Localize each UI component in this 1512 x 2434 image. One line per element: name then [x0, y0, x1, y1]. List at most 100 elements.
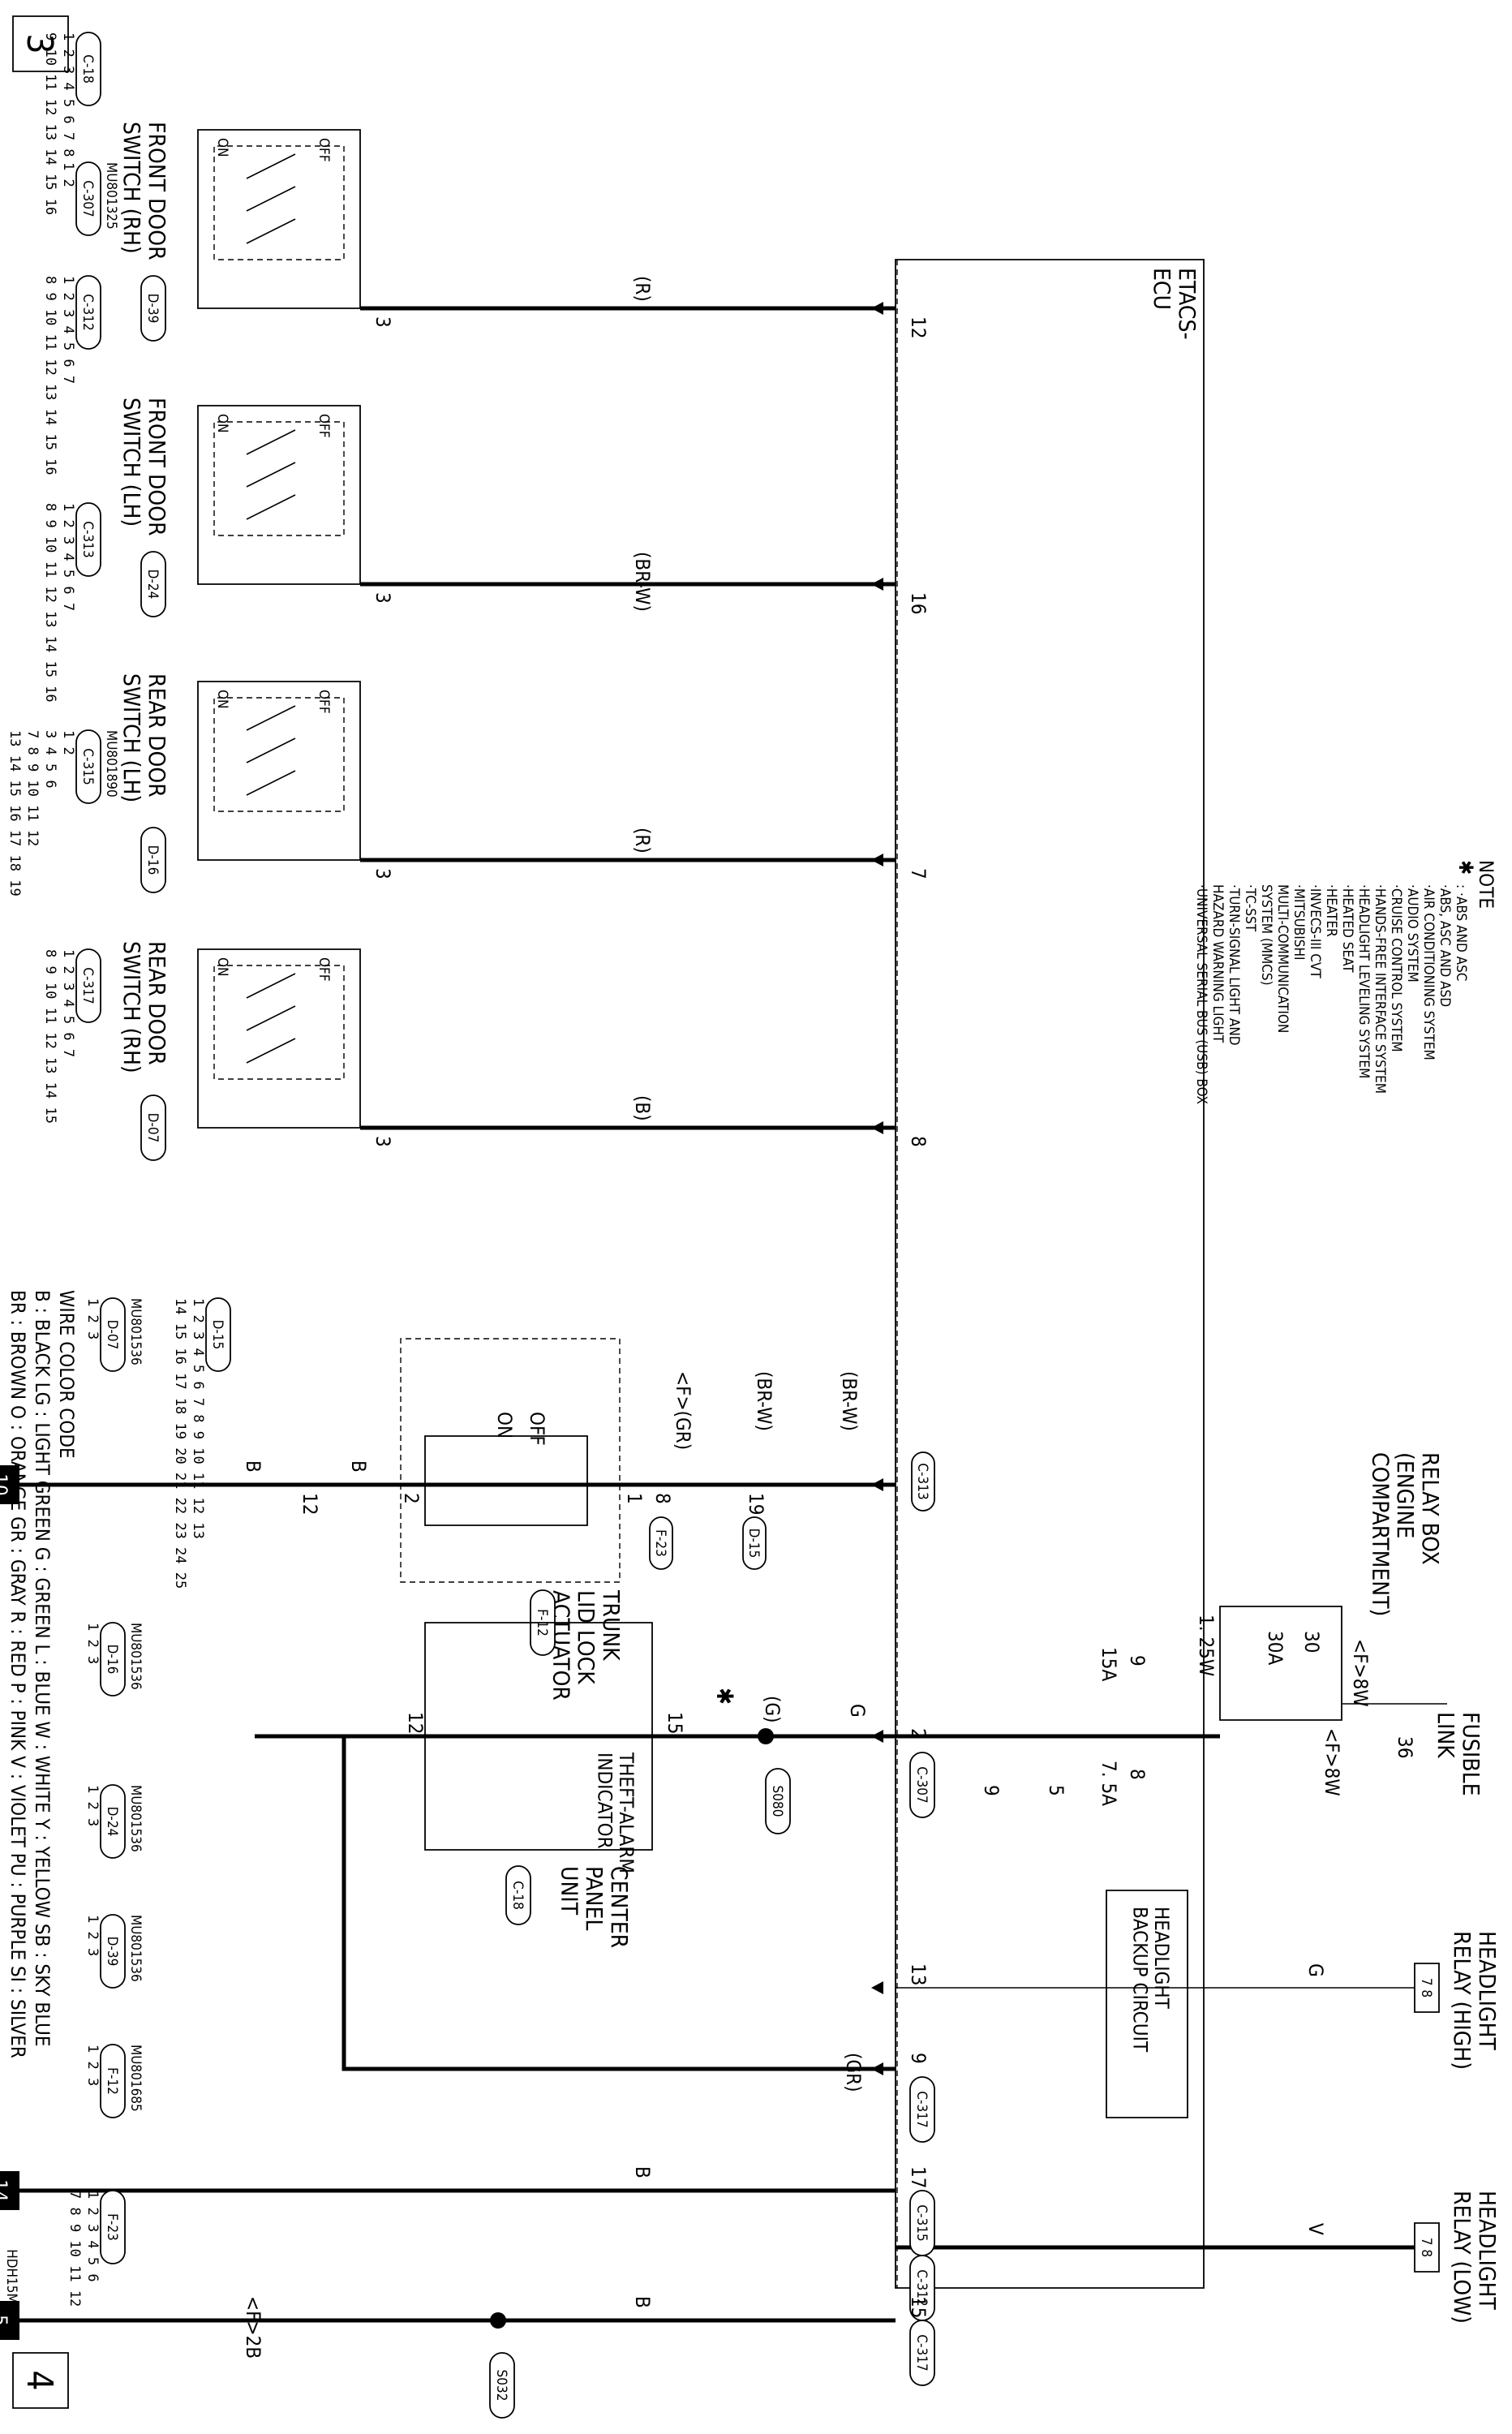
switch-contact [247, 974, 295, 998]
connector-id: D-16 [104, 1645, 120, 1675]
note-item: ·ABS, ASC AND ASD [1437, 884, 1453, 1007]
switch-conn: D-16 [144, 845, 161, 875]
connector-pin-row: 7 8 9 10 11 12 [24, 730, 41, 846]
switch-on: ON [214, 138, 230, 157]
switch-contact [247, 462, 295, 487]
ground-wire-label: B [631, 2166, 654, 2178]
ground-wire-label-2: <F>2B [242, 2296, 264, 2359]
connector-tables: C-181 2 3 4 5 6 7 89 10 11 12 13 14 15 1… [6, 32, 230, 2307]
switch-ecu-diode [871, 1121, 883, 1134]
power-wire-g2: (G) [761, 1696, 784, 1723]
switch-ecu-pin: 7 [907, 868, 930, 879]
connector-pin-row: 1 2 3 [84, 1915, 101, 1956]
page-number-box-right [13, 2353, 68, 2408]
fuse8-amp: 7. 5A [1097, 1761, 1120, 1806]
connector-pin-row: 7 8 9 10 11 12 [67, 2191, 83, 2307]
switch-conn-tag [141, 828, 165, 892]
switch-contact [247, 1006, 295, 1030]
connector-pin-row: 3 4 5 6 [42, 730, 58, 789]
switch-box [198, 949, 360, 1128]
switch-off: OFF [316, 690, 332, 714]
ground-splice-dot [490, 2312, 506, 2329]
note-title: NOTE [1475, 860, 1497, 909]
switch-ecu-diode [871, 302, 883, 315]
note-item: ·TURN-SIGNAL LIGHT AND [1226, 884, 1242, 1046]
connector-pin-row: 1 2 3 [84, 1623, 101, 1664]
switch-pin: 3 [372, 1136, 394, 1147]
relay-box-circuit: RELAY BOX(ENGINECOMPARTMENT) FUSIBLELINK… [896, 1452, 1484, 1806]
trunk-wire-b1: B [347, 1460, 370, 1473]
trunk-actuator-box [425, 1436, 587, 1525]
power-pin: 2 [907, 1728, 930, 1739]
connector-pin-row: 1 2 3 4 5 6 [84, 2191, 101, 2282]
ground-conn-tag [910, 2191, 934, 2256]
trunk-ecu-diode [871, 1478, 883, 1491]
hl-low-wire-label: V [1304, 2223, 1327, 2235]
switch-on: ON [214, 957, 230, 976]
connector-id-tag [206, 1298, 230, 1371]
return-pin: 9 [907, 2053, 930, 2064]
switch-contact [247, 430, 295, 454]
switch-contact [247, 154, 295, 178]
relay-box-name: RELAY BOX(ENGINECOMPARTMENT) [1367, 1452, 1444, 1616]
trunk-wire-f23: <F>(GR) [672, 1371, 694, 1450]
power-splice: S080 [769, 1786, 785, 1817]
connector-id: D-24 [104, 1807, 120, 1837]
ecu-internal-symbols [871, 1730, 883, 2075]
power-conn-tag [910, 1752, 934, 1817]
connector-id-tag [101, 1785, 125, 1858]
center-pin-in: 15 [664, 1712, 686, 1734]
theft-indicator: THEFT-ALARMINDICATOR [594, 1752, 638, 1873]
connector-id-tag [76, 32, 101, 105]
wire-125w: 1. 25W [1195, 1615, 1218, 1676]
ecu-diode [871, 1981, 883, 1994]
wire-color-line2: BR : BROWN O : ORANGE GR : GRAY R : RED … [6, 1290, 29, 2058]
trunk-wire-d15: (BR-W) [753, 1371, 775, 1431]
trunk-name: TRUNKLID LOCKACTUATOR [548, 1589, 625, 1701]
connector-table: F-231 2 3 4 5 67 8 9 10 11 12 [67, 2191, 125, 2307]
ground-number-box [0, 2171, 19, 2210]
connector-pin-row: 1 2 3 [84, 2045, 101, 2086]
hl-backup-box [1106, 1890, 1188, 2118]
connector-id: D-39 [104, 1937, 120, 1967]
connector-pin-row: 1 2 3 4 5 6 7 8 [60, 32, 76, 157]
connector-id-tag [101, 1298, 125, 1371]
fusible-link-no: 36 [1394, 1736, 1416, 1758]
page-number-box-left [13, 16, 68, 71]
connector-id: C-317 [79, 967, 96, 1004]
connector-pin-row: 1 2 3 4 5 6 7 [60, 276, 76, 384]
power-wire-g: G [846, 1704, 869, 1718]
trunk-act-pin1: 1 [623, 1493, 646, 1504]
trunk-lid-circuit: 5 C-313 (BR-W) (BR-W) 19 D-15 <F>(GR) 8 … [0, 1339, 934, 1701]
switch-box [198, 130, 360, 308]
trunk-act-pin2: 2 [400, 1493, 423, 1504]
connector-pin-row: 8 9 10 11 12 13 14 15 [42, 949, 58, 1124]
fuse30-box [1220, 1606, 1342, 1720]
trunk-ground-box [0, 1465, 19, 1504]
note-item: ·HEADLIGHT LEVELING SYSTEM [1355, 884, 1372, 1078]
switch-pin: 3 [372, 316, 394, 328]
switch-pin: 3 [372, 868, 394, 879]
connector-pin-row: 1 2 [60, 162, 76, 187]
connector-id: C-312 [79, 294, 96, 330]
switch-contact [247, 187, 295, 211]
connector-part: MU801536 [127, 1915, 144, 1982]
return-conn: C-317 [913, 2091, 930, 2127]
trunk-f23-pin: 8 [651, 1493, 674, 1504]
connector-id-tag [101, 1623, 125, 1696]
power-conn: C-307 [913, 1766, 930, 1803]
switch-contact [247, 219, 295, 243]
connector-id-tag [101, 1915, 125, 1988]
switch-ecu-diode [871, 854, 883, 867]
connector-pin-row: 1 2 3 [84, 1785, 101, 1826]
connector-id-tag [101, 2045, 125, 2118]
connector-id: F-12 [104, 2067, 120, 2095]
trunk-wire-b2: B [242, 1460, 264, 1473]
center-pin-out: 12 [404, 1712, 427, 1734]
switch-contact [247, 706, 295, 730]
hl-high-pin: 13 [907, 1963, 930, 1985]
